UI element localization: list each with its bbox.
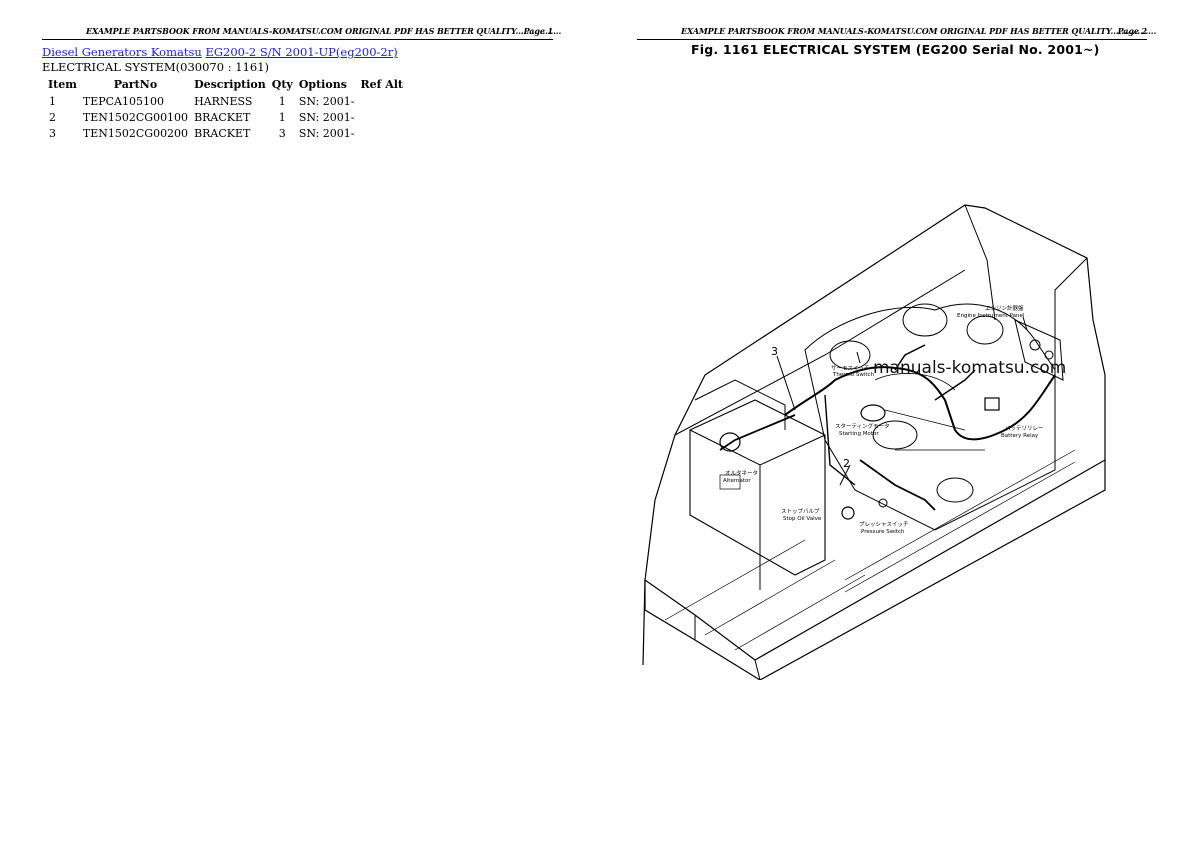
col-header-qty: Qty [271, 78, 293, 91]
page-number: Page 1 [523, 26, 554, 36]
label-starting-motor: Starting Motor [839, 431, 879, 437]
label-starting-motor-jp: スターティングモータ [835, 422, 890, 430]
electrical-system-diagram: 3 2 サーモスイッチ Thermo Switch エンジン計器盤 Engine… [642, 204, 1106, 680]
col-header-ref-alt: Ref Alt [360, 78, 404, 91]
parts-list-page: EXAMPLE PARTSBOOK FROM MANUALS-KOMATSU.C… [42, 26, 561, 141]
cell-options: SN: 2001- [298, 126, 355, 140]
cell-description: HARNESS [194, 94, 253, 108]
breadcrumb-link-category[interactable]: Diesel Generators Komatsu [42, 45, 202, 59]
label-alternator: Alternator [723, 478, 751, 484]
cell-ref-alt [358, 93, 407, 109]
cell-options: SN: 2001- [298, 94, 355, 108]
radiator [689, 399, 826, 576]
figure-page: EXAMPLE PARTSBOOK FROM MANUALS-KOMATSU.C… [595, 0, 1190, 842]
parts-table: Item PartNo Description Qty Options Ref … [45, 77, 406, 141]
cell-item: 3 [49, 126, 56, 140]
breadcrumb-link-model[interactable]: EG200-2 S/N 2001-UP(eg200-2r) [205, 45, 398, 59]
table-row: 2 TEN1502CG00100 BRACKET 1 SN: 2001- [45, 109, 406, 125]
cell-partno: TEN1502CG00100 [82, 110, 189, 124]
callout-number-2: 2 [843, 457, 850, 470]
label-alternator-jp: オルタネータ [725, 469, 758, 477]
cell-item: 2 [49, 110, 56, 124]
table-row: 3 TEN1502CG00200 BRACKET 3 SN: 2001- [45, 125, 406, 141]
cell-item: 1 [49, 94, 56, 108]
table-header-row: Item PartNo Description Qty Options Ref … [45, 77, 406, 93]
wire-harness [784, 366, 1056, 441]
label-thermo: Thermo Switch [832, 372, 875, 378]
label-battery-relay-jp: バッテリリレー [1005, 425, 1044, 432]
watermark: manuals-komatsu.com [873, 358, 1067, 378]
stop-valve-part [841, 506, 855, 520]
enclosure-outline [642, 204, 1106, 666]
breadcrumb: Diesel Generators Komatsu EG200-2 S/N 20… [42, 45, 398, 59]
col-header-description: Description [194, 78, 266, 91]
label-stop-valve: Stop Oil Valve [783, 516, 822, 522]
starting-motor-part [860, 404, 886, 422]
callout-number-3: 3 [771, 345, 778, 358]
col-header-options: Options [298, 78, 347, 91]
table-row: 1 TEPCA105100 HARNESS 1 SN: 2001- [45, 93, 406, 109]
label-pressure-switch: Pressure Switch [861, 529, 905, 535]
cell-description: BRACKET [194, 126, 251, 140]
figure-title: Fig. 1161 ELECTRICAL SYSTEM (EG200 Seria… [691, 42, 1100, 57]
col-header-item: Item [48, 78, 77, 91]
cell-ref-alt [358, 125, 407, 141]
label-battery-relay: Battery Relay [1001, 433, 1039, 439]
cell-description: BRACKET [194, 110, 251, 124]
battery-relay-part [984, 397, 1000, 411]
header-text: EXAMPLE PARTSBOOK FROM MANUALS-KOMATSU.C… [681, 26, 1157, 36]
header-text: EXAMPLE PARTSBOOK FROM MANUALS-KOMATSU.C… [86, 26, 562, 36]
label-pressure-switch-jp: プレッシャスイッチ [859, 521, 909, 528]
page-number: Page 2 [1117, 26, 1148, 36]
page-header: EXAMPLE PARTSBOOK FROM MANUALS-KOMATSU.C… [42, 26, 561, 40]
cell-partno: TEPCA105100 [82, 94, 164, 108]
section-title: ELECTRICAL SYSTEM(030070 : 1161) [42, 60, 270, 74]
label-stop-valve-jp: ストップバルブ [781, 507, 820, 515]
cell-options: SN: 2001- [298, 110, 355, 124]
base-frame [644, 458, 1106, 680]
alternator-part [719, 432, 741, 452]
cell-qty: 3 [278, 126, 286, 140]
cell-qty: 1 [278, 110, 286, 124]
col-header-partno: PartNo [113, 78, 158, 91]
page-header: EXAMPLE PARTSBOOK FROM MANUALS-KOMATSU.C… [637, 26, 1156, 40]
label-engine-panel-jp: エンジン計器盤 [985, 304, 1024, 312]
cell-ref-alt [358, 109, 407, 125]
cell-qty: 1 [278, 94, 286, 108]
label-engine-panel: Engine Instrument Panel [957, 313, 1025, 319]
instrument-panel [1014, 319, 1064, 381]
engine-block [804, 303, 1056, 531]
label-thermo-jp: サーモスイッチ [831, 365, 870, 372]
pressure-switch-part [878, 498, 888, 508]
cell-partno: TEN1502CG00200 [82, 126, 189, 140]
